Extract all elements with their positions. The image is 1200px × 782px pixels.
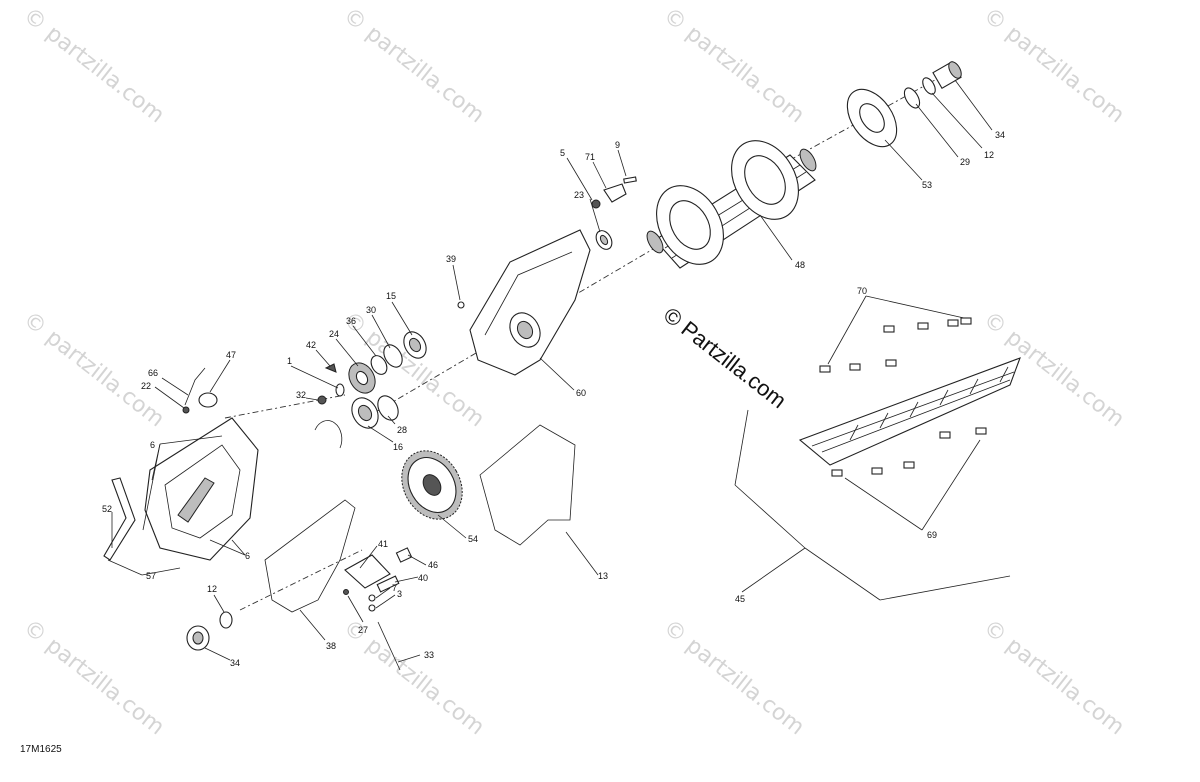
callout-label: 66 <box>148 368 158 378</box>
bushing-34-top <box>932 60 962 90</box>
callout-label: 33 <box>424 650 434 660</box>
callout-label: 47 <box>226 350 236 360</box>
callout-labels: 5 71 9 23 48 53 29 12 34 39 15 30 36 24 … <box>102 130 1005 668</box>
drive-shaft-48 <box>646 140 817 269</box>
tensioner-41 <box>344 554 391 589</box>
cap-47 <box>198 392 218 408</box>
assembly-axis <box>224 79 936 611</box>
chain-38 <box>264 499 356 613</box>
callout-label: 1 <box>287 356 292 366</box>
bearing-15 <box>403 331 427 359</box>
watermark: © partzilla.com <box>978 3 1129 128</box>
watermark-layer: © partzilla.com © partzilla.com © partzi… <box>18 3 1129 740</box>
spacer-36 <box>370 355 388 375</box>
callout-label: 34 <box>230 658 240 668</box>
callout-label: 69 <box>927 530 937 540</box>
callout-label: 22 <box>141 381 151 391</box>
studs-69 <box>831 427 987 477</box>
callout-label: 23 <box>574 190 584 200</box>
key-42 <box>324 363 337 373</box>
washer-30 <box>383 344 403 368</box>
callout-label: 3 <box>397 589 402 599</box>
bearing-16 <box>351 397 379 429</box>
bracket-71 <box>603 183 627 203</box>
watermark: © partzilla.com <box>658 3 809 128</box>
callout-label: 46 <box>428 560 438 570</box>
callout-label: 15 <box>386 291 396 301</box>
callout-label: 30 <box>366 305 376 315</box>
callout-label: 34 <box>995 130 1005 140</box>
callout-label: 36 <box>346 316 356 326</box>
track-45 <box>798 357 1021 466</box>
callout-label: 28 <box>397 425 407 435</box>
callout-label: 29 <box>960 157 970 167</box>
callout-label: 6 <box>150 440 155 450</box>
watermark: © partzilla.com <box>978 615 1129 740</box>
callout-label: 71 <box>585 152 595 162</box>
callout-label: 39 <box>446 254 456 264</box>
rod-33 <box>377 621 401 671</box>
callout-label: 16 <box>393 442 403 452</box>
ring-12-top <box>922 77 936 95</box>
washer-3 <box>368 604 376 612</box>
screw-39 <box>457 301 465 309</box>
callout-label: 57 <box>146 571 156 581</box>
callout-label: 5 <box>560 148 565 158</box>
callout-label: 12 <box>207 584 217 594</box>
callout-label: 45 <box>735 594 745 604</box>
callout-label: 60 <box>576 388 586 398</box>
studs-70 <box>819 317 972 373</box>
watermark: © partzilla.com <box>18 615 169 740</box>
bushing-34-bottom <box>186 625 210 651</box>
bearing-28 <box>377 395 399 421</box>
nut-32 <box>317 395 327 405</box>
chaincase-cover-57 <box>144 417 259 561</box>
watermark: © partzilla.com <box>658 615 809 740</box>
callout-label: 7 <box>392 583 397 593</box>
callout-label: 38 <box>326 641 336 651</box>
callout-label: 48 <box>795 260 805 270</box>
callout-label: 53 <box>922 180 932 190</box>
sprocket-24 <box>348 362 376 394</box>
nut-5 <box>591 199 601 209</box>
chaincase-housing-60 <box>469 229 591 376</box>
callout-label: 54 <box>468 534 478 544</box>
callout-label: 70 <box>857 286 867 296</box>
figure-code: 17M1625 <box>20 744 62 755</box>
brake-disc-53 <box>846 88 898 148</box>
callout-label: 13 <box>598 571 608 581</box>
callout-label: 6 <box>245 551 250 561</box>
leader-lines <box>107 79 1011 663</box>
slider-40 <box>376 575 400 593</box>
bracket-52 <box>103 477 136 561</box>
circlip-29 <box>903 87 921 109</box>
callout-label: 40 <box>418 573 428 583</box>
washer-1 <box>335 383 345 397</box>
callout-label: 41 <box>378 539 388 549</box>
plug-46 <box>395 547 413 563</box>
watermark: © partzilla.com <box>18 307 169 432</box>
screw-22 <box>182 406 190 414</box>
dipstick-66 <box>184 367 206 406</box>
circlip-lower <box>314 420 343 449</box>
screw-7 <box>368 594 376 602</box>
callout-label: 24 <box>329 329 339 339</box>
seal-23 <box>595 230 613 250</box>
sprocket-54 <box>401 450 463 520</box>
gasket-13 <box>479 424 576 546</box>
callout-label: 9 <box>615 140 620 150</box>
ring-12-bottom <box>219 611 233 629</box>
callout-label: 42 <box>306 340 316 350</box>
watermark: © partzilla.com <box>338 3 489 128</box>
callout-label: 52 <box>102 504 112 514</box>
callout-label: 32 <box>296 390 306 400</box>
ball-27 <box>343 589 349 595</box>
pin-9 <box>623 176 637 184</box>
callout-label: 12 <box>984 150 994 160</box>
callout-label: 27 <box>358 625 368 635</box>
watermark: © partzilla.com <box>18 3 169 128</box>
center-watermark: © Partzilla.com <box>659 302 791 413</box>
